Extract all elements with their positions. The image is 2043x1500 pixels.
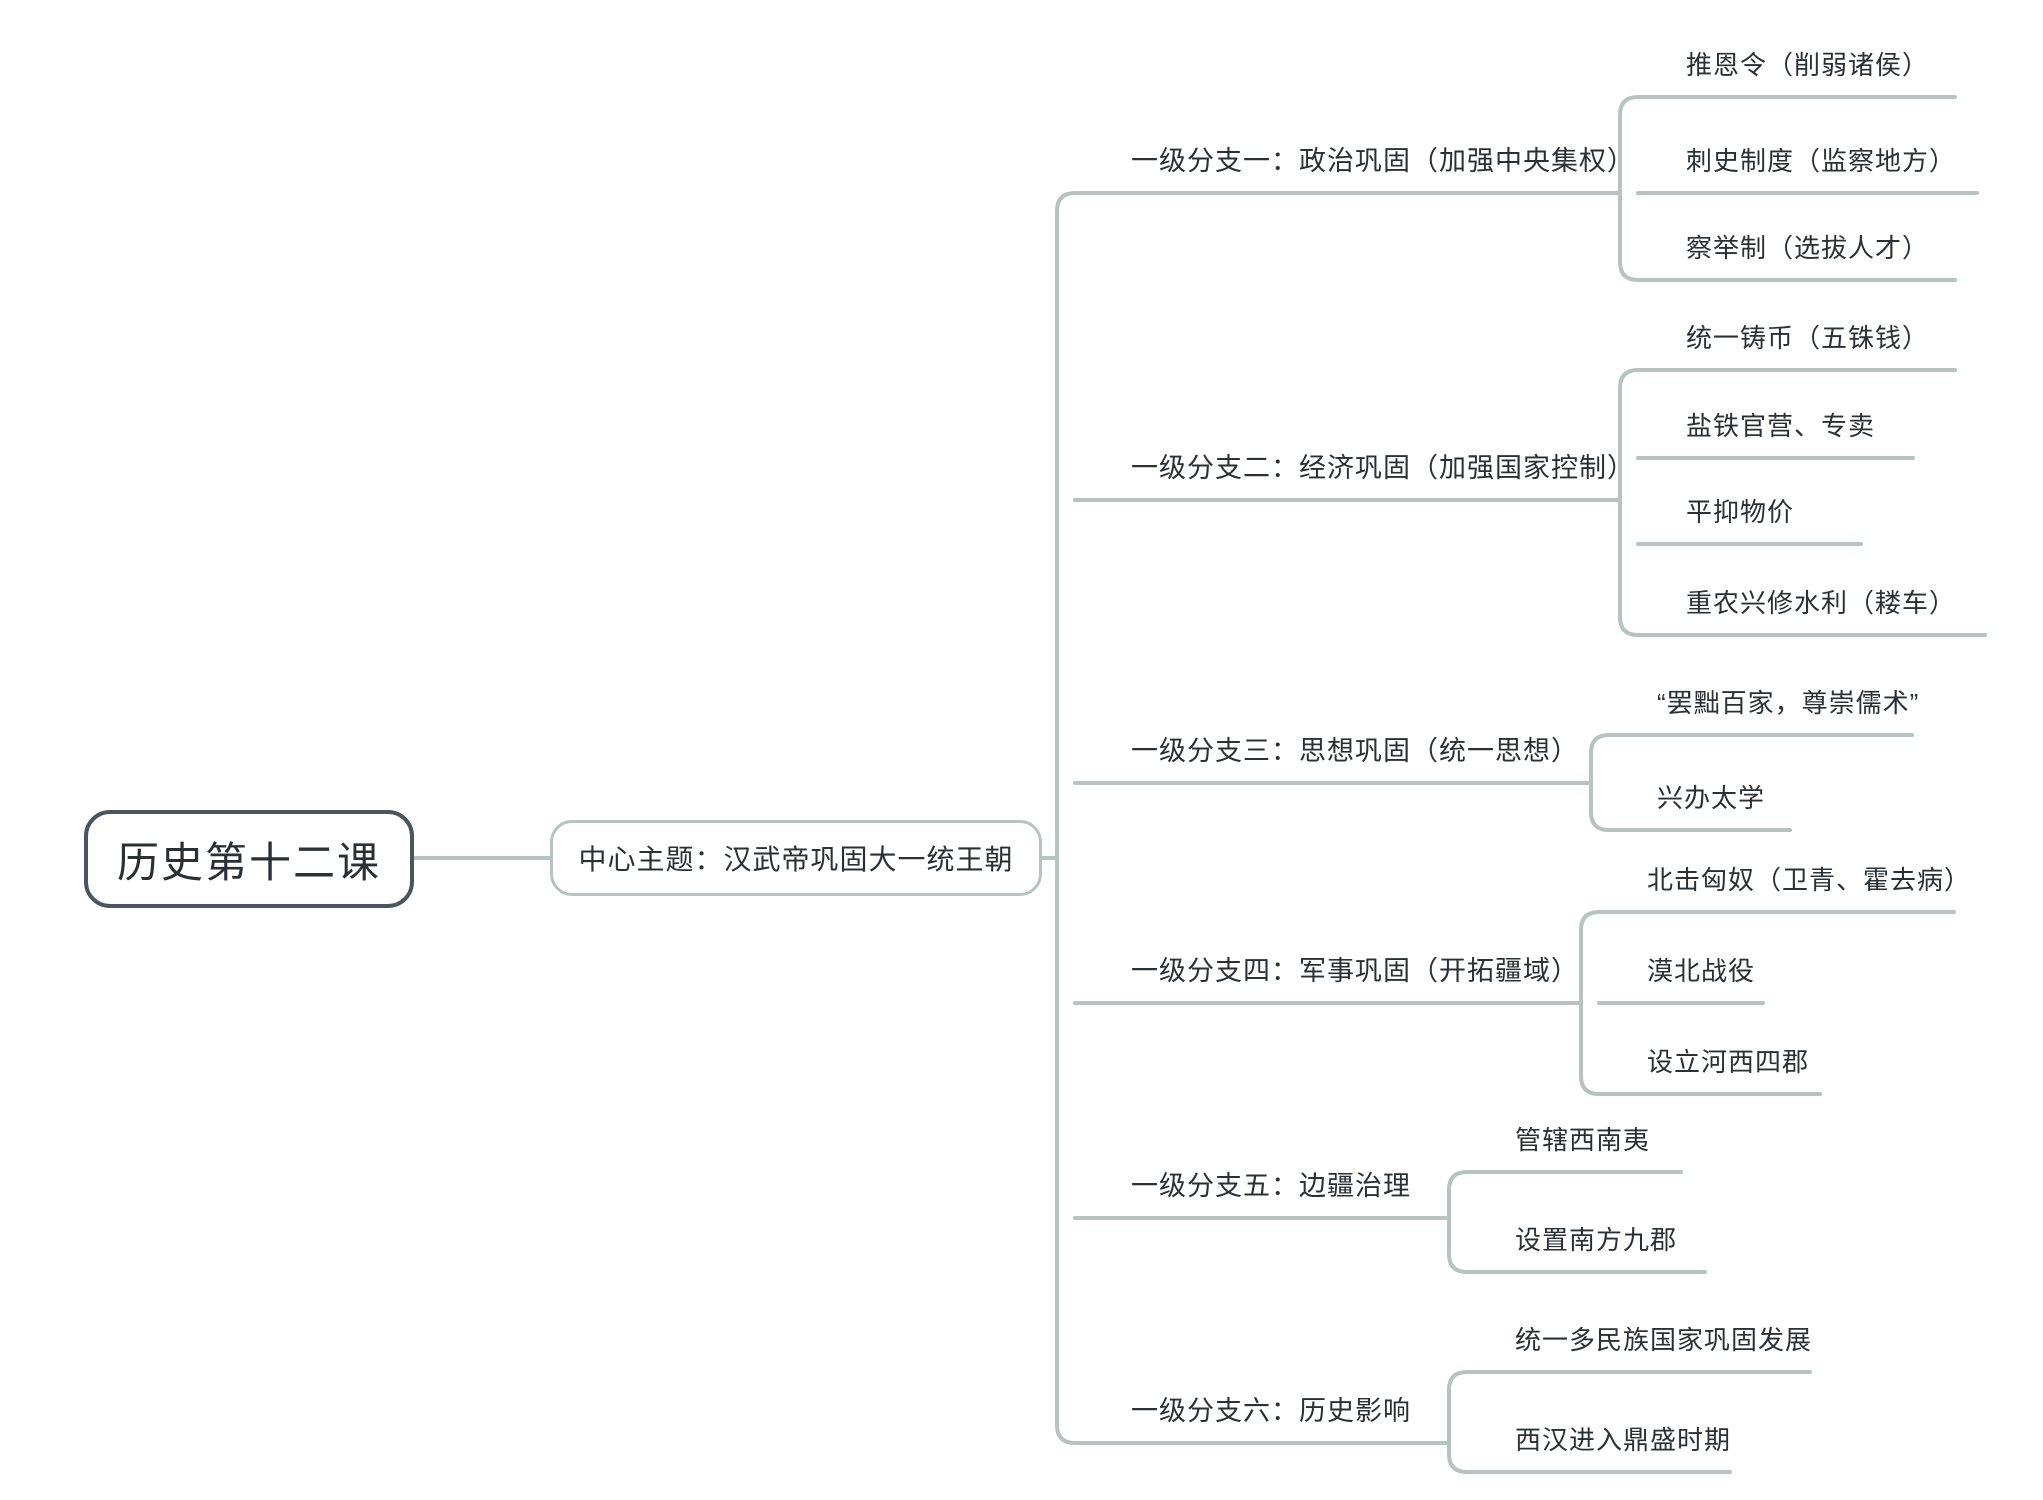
- leaf-label-2-1: 统一铸币（五铢钱）: [1686, 322, 1930, 353]
- branch-label-1: 一级分支一：政治巩固（加强中央集权）: [1131, 145, 1635, 176]
- leaf-node-2-4[interactable]: 重农兴修水利（耧车）: [1686, 574, 1956, 628]
- branch-node-3[interactable]: 一级分支三：思想巩固（统一思想）: [1131, 720, 1579, 776]
- leaf-node-2-2[interactable]: 盐铁官营、专卖: [1686, 397, 1875, 451]
- leaf-label-5-1: 管辖西南夷: [1515, 1124, 1651, 1155]
- leaf-label-2-3: 平抑物价: [1686, 496, 1795, 527]
- leaf-node-3-1[interactable]: “罢黜百家，尊崇儒术”: [1657, 674, 1919, 728]
- wire-leaf-spine-4: [1579, 910, 1601, 1096]
- leaf-label-2-2: 盐铁官营、专卖: [1686, 410, 1876, 441]
- root-node-label: 历史第十二课: [116, 838, 381, 886]
- leaf-node-5-1[interactable]: 管辖西南夷: [1515, 1111, 1650, 1165]
- leaf-label-4-1: 北击匈奴（卫青、霍去病）: [1647, 864, 1972, 895]
- branch-node-5[interactable]: 一级分支五：边疆治理: [1131, 1155, 1411, 1211]
- leaf-node-2-3[interactable]: 平抑物价: [1686, 483, 1794, 537]
- leaf-label-1-2: 刺史制度（监察地方）: [1686, 145, 1957, 176]
- leaf-label-1-3: 察举制（选拔人才）: [1686, 232, 1930, 263]
- wire-leaf-spine-1: [1618, 95, 1640, 282]
- branch-label-4: 一级分支四：军事巩固（开拓疆域）: [1131, 955, 1579, 986]
- leaf-node-6-1[interactable]: 统一多民族国家巩固发展: [1515, 1311, 1812, 1365]
- leaf-label-6-2: 西汉进入鼎盛时期: [1515, 1424, 1732, 1455]
- leaf-node-4-2[interactable]: 漠北战役: [1647, 942, 1755, 996]
- wire-leaf-spine-5: [1447, 1170, 1469, 1274]
- central-topic-label: 中心主题：汉武帝巩固大一统王朝: [578, 844, 1014, 875]
- leaf-node-1-3[interactable]: 察举制（选拔人才）: [1686, 219, 1929, 273]
- leaf-node-2-1[interactable]: 统一铸币（五铢钱）: [1686, 309, 1929, 363]
- branch-label-5: 一级分支五：边疆治理: [1131, 1170, 1411, 1201]
- leaf-label-4-3: 设立河西四郡: [1647, 1046, 1810, 1077]
- branch-label-6: 一级分支六：历史影响: [1131, 1395, 1411, 1426]
- leaf-node-4-1[interactable]: 北击匈奴（卫青、霍去病）: [1647, 851, 1971, 905]
- wire-leaf-spine-2: [1618, 368, 1640, 637]
- wire-leaf-spine-6: [1447, 1370, 1469, 1474]
- root-node[interactable]: 历史第十二课: [84, 810, 414, 908]
- leaf-label-5-2: 设置南方九郡: [1515, 1224, 1678, 1255]
- wire-leaf-spine-3: [1589, 733, 1611, 832]
- leaf-node-5-2[interactable]: 设置南方九郡: [1515, 1211, 1677, 1265]
- branch-node-1[interactable]: 一级分支一：政治巩固（加强中央集权）: [1131, 130, 1635, 186]
- leaf-label-4-2: 漠北战役: [1647, 955, 1756, 986]
- branch-node-4[interactable]: 一级分支四：军事巩固（开拓疆域）: [1131, 940, 1579, 996]
- branch-label-2: 一级分支二：经济巩固（加强国家控制）: [1131, 452, 1635, 483]
- leaf-node-1-1[interactable]: 推恩令（削弱诸侯）: [1686, 36, 1929, 90]
- branch-node-2[interactable]: 一级分支二：经济巩固（加强国家控制）: [1131, 437, 1635, 493]
- leaf-node-4-3[interactable]: 设立河西四郡: [1647, 1033, 1809, 1087]
- leaf-node-6-2[interactable]: 西汉进入鼎盛时期: [1515, 1411, 1731, 1465]
- leaf-label-6-1: 统一多民族国家巩固发展: [1515, 1324, 1813, 1355]
- leaf-node-3-2[interactable]: 兴办太学: [1657, 769, 1765, 823]
- central-topic-node[interactable]: 中心主题：汉武帝巩固大一统王朝: [550, 820, 1042, 896]
- wire-main-spine: [1055, 191, 1077, 1445]
- branch-node-6[interactable]: 一级分支六：历史影响: [1131, 1380, 1411, 1436]
- leaf-label-1-1: 推恩令（削弱诸侯）: [1686, 49, 1930, 80]
- leaf-node-1-2[interactable]: 刺史制度（监察地方）: [1686, 132, 1956, 186]
- leaf-label-3-1: “罢黜百家，尊崇儒术”: [1657, 687, 1920, 718]
- branch-label-3: 一级分支三：思想巩固（统一思想）: [1131, 735, 1579, 766]
- leaf-label-3-2: 兴办太学: [1657, 782, 1766, 813]
- leaf-label-2-4: 重农兴修水利（耧车）: [1686, 587, 1957, 618]
